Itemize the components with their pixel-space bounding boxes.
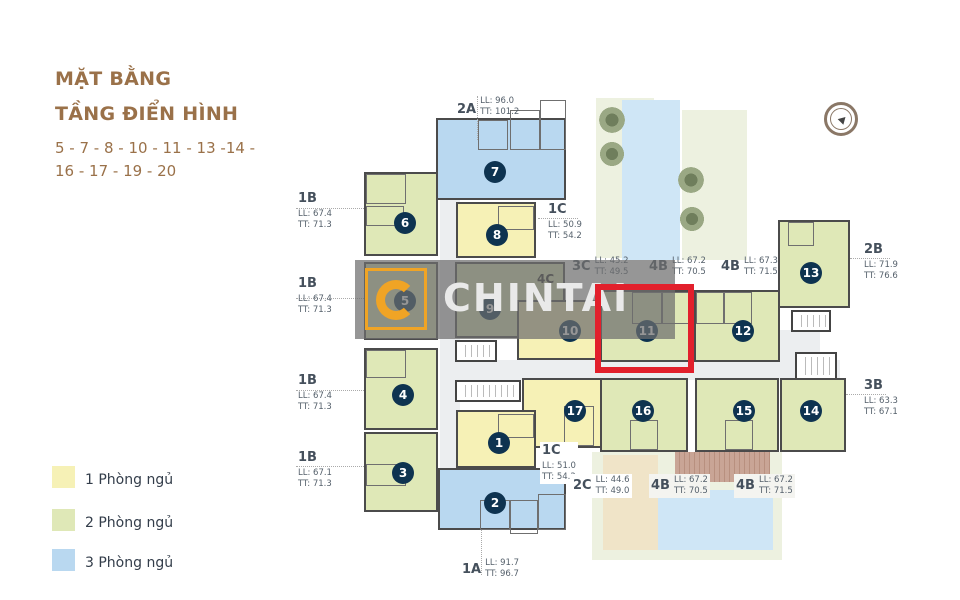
unit-number-badge: 2 [484, 492, 506, 514]
stairwell [455, 340, 497, 362]
unit-6[interactable]: 6 [364, 172, 438, 256]
unit-number-badge: 15 [733, 400, 755, 422]
legend-label: 1 Phòng ngủ [85, 472, 174, 488]
sand-area [603, 455, 658, 550]
pool-bottom [655, 490, 773, 550]
leader-line [296, 390, 364, 391]
leader-line [850, 258, 890, 259]
legend-1-bedroom: 1 Phòng ngủ [52, 466, 173, 488]
floor-list-line1: 5 - 7 - 8 - 10 - 11 - 13 -14 - [55, 139, 256, 157]
legend-swatch-blue [52, 549, 75, 571]
unit-15[interactable]: 15 [695, 378, 779, 452]
legend-3-bedroom: 3 Phòng ngủ [52, 549, 173, 571]
legend-label: 3 Phòng ngủ [85, 555, 174, 571]
unit-14[interactable]: 14 [780, 378, 846, 452]
unit-7[interactable]: 7 [436, 100, 566, 200]
unit-8[interactable]: 8 [456, 202, 536, 258]
unit-number-badge: 3 [392, 462, 414, 484]
unit-12[interactable]: 12 [694, 290, 780, 362]
unit-16[interactable]: 16 [600, 378, 688, 452]
legend-swatch-yellow [52, 466, 75, 488]
floor-list-line2: 16 - 17 - 19 - 20 [55, 162, 177, 180]
selected-unit-highlight [595, 284, 694, 373]
page-title-line2: TẦNG ĐIỂN HÌNH [55, 103, 239, 125]
stairwell-right [795, 352, 837, 380]
leader-line [296, 466, 364, 467]
unit-number-badge: 1 [488, 432, 510, 454]
leader-line [477, 96, 478, 140]
unit-number-badge: 16 [632, 400, 654, 422]
unit-number-badge: 4 [392, 384, 414, 406]
leader-line [296, 298, 364, 299]
tag-4c: 4C [537, 272, 555, 286]
unit-number-badge: 17 [564, 400, 586, 422]
compass-icon [824, 102, 858, 136]
leader-line [481, 530, 482, 575]
leader-line [846, 394, 886, 395]
palm-tree-icon [678, 205, 706, 233]
unit-number-badge: 14 [800, 400, 822, 422]
leader-line [296, 208, 364, 209]
unit-4[interactable]: 4 [364, 348, 438, 430]
pool-top [622, 100, 680, 260]
palm-tree-icon [676, 165, 706, 195]
chintai-watermark: CHINTAI 4C [355, 260, 675, 339]
page-title-line1: MẶT BẰNG [55, 68, 172, 90]
chintai-logo-icon [365, 268, 427, 330]
unit-1[interactable]: 1 [456, 410, 536, 468]
unit-number-badge: 7 [484, 161, 506, 183]
unit-number-badge: 13 [800, 262, 822, 284]
unit-number-badge: 6 [394, 212, 416, 234]
palm-tree-icon [598, 140, 626, 168]
unit-13[interactable]: 13 [778, 220, 850, 308]
legend-label: 2 Phòng ngủ [85, 515, 174, 531]
legend-2-bedroom: 2 Phòng ngủ [52, 509, 173, 531]
unit-number-badge: 8 [486, 224, 508, 246]
legend-swatch-green [52, 509, 75, 531]
unit-3[interactable]: 3 [364, 432, 438, 512]
leader-line [538, 218, 578, 219]
elevator-bank [455, 380, 521, 402]
elevator-right [791, 310, 831, 332]
unit-number-badge: 12 [732, 320, 754, 342]
palm-tree-icon [597, 105, 627, 135]
